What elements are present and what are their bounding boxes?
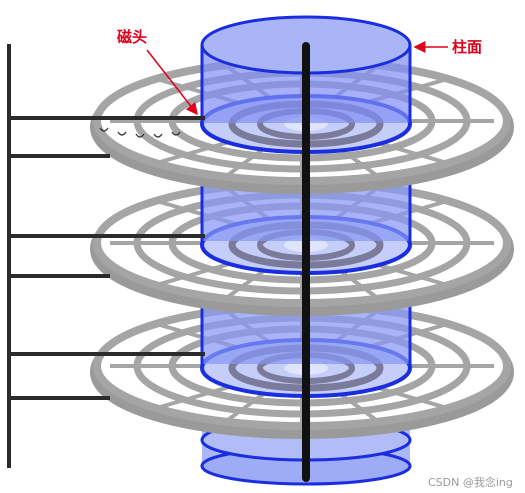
cylinder-label: 柱面 xyxy=(452,38,482,56)
spindle xyxy=(302,42,310,482)
head-label: 磁头 xyxy=(117,28,147,46)
head-arms xyxy=(9,116,205,400)
watermark: CSDN @我念ing xyxy=(428,475,513,489)
head-pointer-arrow xyxy=(146,49,198,116)
